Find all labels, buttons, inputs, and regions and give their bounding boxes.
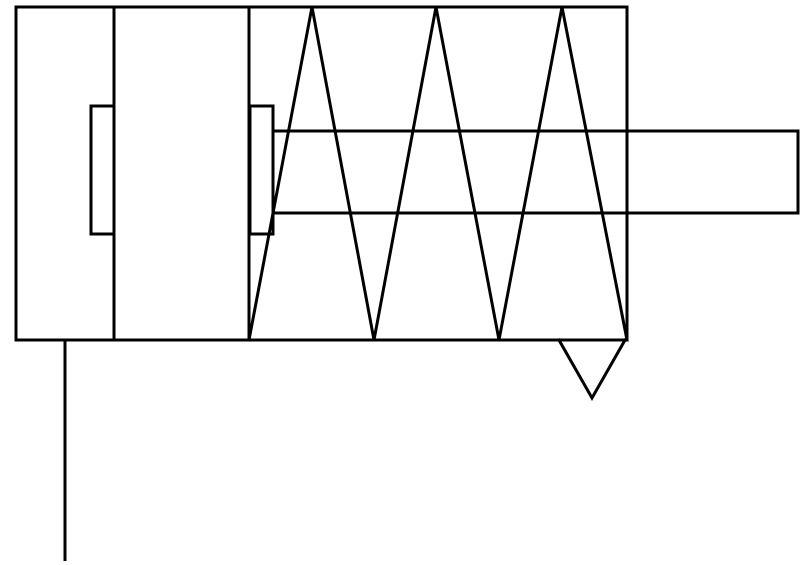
piston (248, 104, 275, 236)
piston-rod (271, 129, 800, 215)
return-spring (247, 6, 629, 342)
port-marker (89, 104, 116, 236)
cylinder-body (14, 5, 629, 342)
exhaust-port (556, 337, 628, 402)
